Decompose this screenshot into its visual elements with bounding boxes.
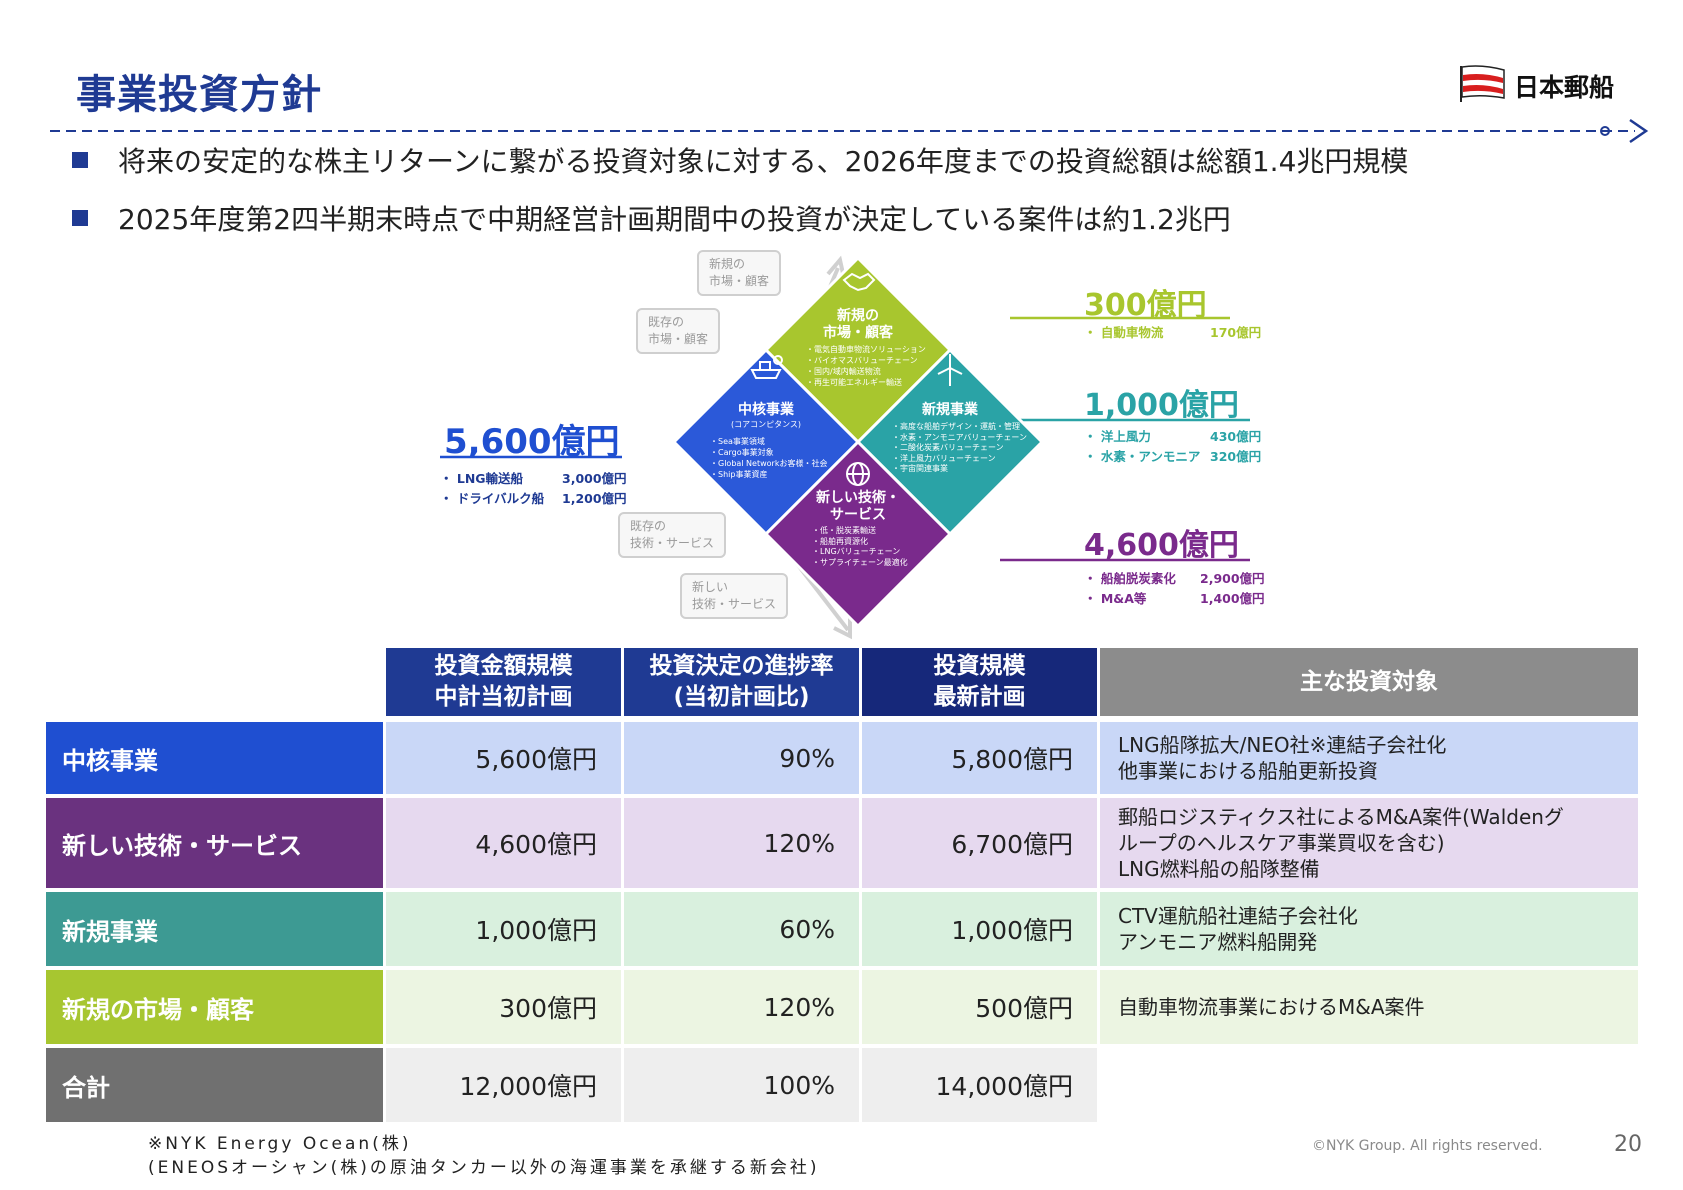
footnote: ※NYK Energy Ocean(株) (ENEOSオーシャン(株)の原油タン… [148,1134,820,1178]
cell-progress: 90% [624,722,859,794]
handshake-icon [842,272,876,292]
investment-matrix-diagram: 新規の 市場・顧客 既存の 市場・顧客 既存の 技術・サービス 新しい 技術・サ… [440,250,1290,640]
ship-icon [750,355,783,379]
grey-label-new-market: 新規の 市場・顧客 [697,250,782,296]
grey-label-existing-market: 既存の 市場・顧客 [636,308,721,354]
flag-icon [1460,65,1505,102]
grey-label-existing-tech: 既存の 技術・サービス [618,512,727,558]
amount-new-tech-total: 4,600億円 [1084,528,1239,563]
page-number: 20 [1614,1132,1642,1157]
amount-new-tech-item: ・ M&A等 1,400億円 [1084,591,1265,606]
quad-new-tech-items: ・低・脱炭素輸送 ・船舶再資源化 ・LNGバリューチェーン ・サプライチェーン最… [812,526,908,567]
copyright: ©NYK Group. All rights reserved. [1312,1138,1543,1154]
quad-core-title: 中核事業 (コアコンピタンス) [730,402,802,429]
cell-targets: CTV運航船社連結子会社化アンモニア燃料船開発 [1100,892,1638,966]
bullet-square-icon [72,152,88,168]
quad-new-market-items: ・電気自動車物流ソリューション ・バイオマスバリューチェーン ・国内/域内輸送物… [806,345,926,387]
amount-new-business-total: 1,000億円 [1084,388,1239,423]
cell-initial: 4,600億円 [386,798,621,888]
wind-turbine-icon [937,354,963,386]
cell-initial: 12,000億円 [386,1048,621,1122]
globe-icon [846,462,870,486]
header-main-targets: 主な投資対象 [1100,648,1638,716]
quad-core-items: ・Sea事業領域 ・Cargo事業対象 ・Global Networkお客様・社… [710,437,828,479]
quad-new-business-items: ・高度な船舶デザイン・運航・管理 ・水素・アンモニアバリューチェーン ・二酸化炭… [892,422,1027,473]
row-label-new-business: 新規事業 [46,892,383,966]
cell-latest: 500億円 [862,970,1097,1044]
quad-new-business-title: 新規事業 [922,402,978,418]
header-initial-plan: 投資金額規模中計当初計画 [386,648,621,716]
bullet-item: 将来の安定的な株主リターンに繋がる投資対象に対する、2026年度までの投資総額は… [72,140,1408,180]
cell-latest: 1,000億円 [862,892,1097,966]
row-label-total: 合計 [46,1048,383,1122]
header-divider [50,118,1649,144]
cell-initial: 5,600億円 [386,722,621,794]
cell-initial: 300億円 [386,970,621,1044]
cell-progress: 120% [624,798,859,888]
cell-targets: 郵船ロジスティクス社によるM&A案件(Waldenグループのヘルスケア事業買収を… [1100,798,1638,888]
amount-core-total: 5,600億円 [444,422,620,462]
bullet-square-icon [72,210,88,226]
grey-label-new-tech: 新しい 技術・サービス [680,573,789,619]
amount-new-business-item: ・ 水素・アンモニア 320億円 [1084,449,1262,464]
cell-targets: 自動車物流事業におけるM&A案件 [1100,970,1638,1044]
matrix-graphic [440,255,1250,640]
row-label-core: 中核事業 [46,722,383,794]
cell-initial: 1,000億円 [386,892,621,966]
cell-targets: LNG船隊拡大/NEO社※連結子会社化他事業における船舶更新投資 [1100,722,1638,794]
amount-new-market-item: ・ 自動車物流 170億円 [1084,325,1262,340]
header-latest-plan: 投資規模最新計画 [862,648,1097,716]
bullet-item: 2025年度第2四半期末時点で中期経営計画期間中の投資が決定している案件は約1.… [72,198,1231,238]
cell-progress: 100% [624,1048,859,1122]
investment-table: 投資金額規模中計当初計画 投資決定の進捗率(当初計画比) 投資規模最新計画 主な… [46,648,1638,1126]
quad-new-tech-title: 新しい技術・ サービス [816,490,900,523]
amount-new-market-total: 300億円 [1084,288,1207,323]
page-title: 事業投資方針 [76,72,322,118]
amount-new-tech-item: ・ 船舶脱炭素化 2,900億円 [1084,571,1265,586]
logo-text: 日本郵船 [1514,73,1615,102]
cell-latest: 14,000億円 [862,1048,1097,1122]
cell-latest: 5,800億円 [862,722,1097,794]
row-label-new-market: 新規の市場・顧客 [46,970,383,1044]
amount-core-item: ・ LNG輸送船 3,000億円 [440,471,627,486]
row-label-new-tech: 新しい技術・サービス [46,798,383,888]
company-logo: 日本郵船 [1458,60,1648,106]
cell-latest: 6,700億円 [862,798,1097,888]
amount-core-item: ・ ドライバルク船 1,200億円 [440,491,627,506]
cell-progress: 60% [624,892,859,966]
amount-new-business-item: ・ 洋上風力 430億円 [1084,429,1262,444]
cell-progress: 120% [624,970,859,1044]
header-progress-rate: 投資決定の進捗率(当初計画比) [624,648,859,716]
quad-new-market-title: 新規の 市場・顧客 [823,308,893,341]
